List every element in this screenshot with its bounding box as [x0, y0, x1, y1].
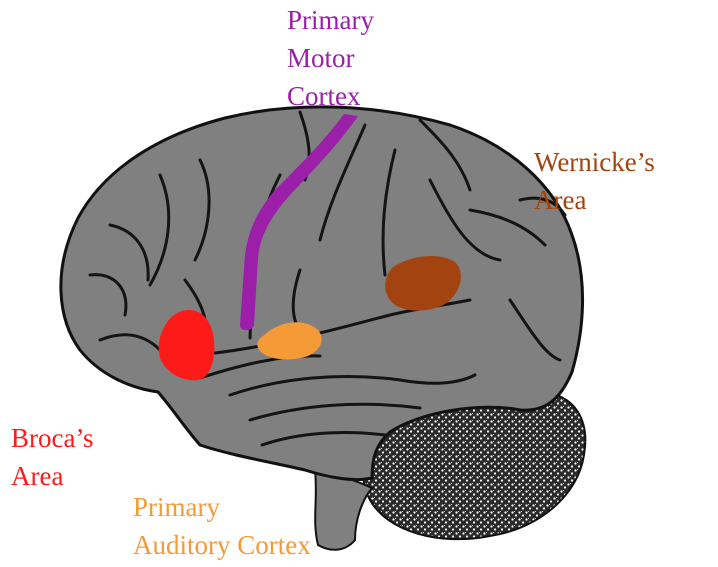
label-line: Area [11, 461, 64, 491]
label-line: Broca’s [11, 423, 94, 453]
wernicke-region [385, 256, 461, 311]
label-line: Auditory Cortex [133, 530, 311, 560]
auditory-cortex-region [257, 322, 322, 360]
label-line: Primary [133, 492, 220, 522]
label-line: Primary [287, 5, 374, 35]
label-line: Cortex [287, 81, 361, 111]
broca-region [158, 309, 215, 381]
brain-stem [313, 468, 374, 551]
label-line: Wernicke’s [534, 147, 655, 177]
cerebrum [59, 105, 584, 482]
label-line: Area [534, 185, 587, 215]
label-line: Motor [287, 43, 355, 73]
motor-cortex-region [240, 114, 358, 331]
